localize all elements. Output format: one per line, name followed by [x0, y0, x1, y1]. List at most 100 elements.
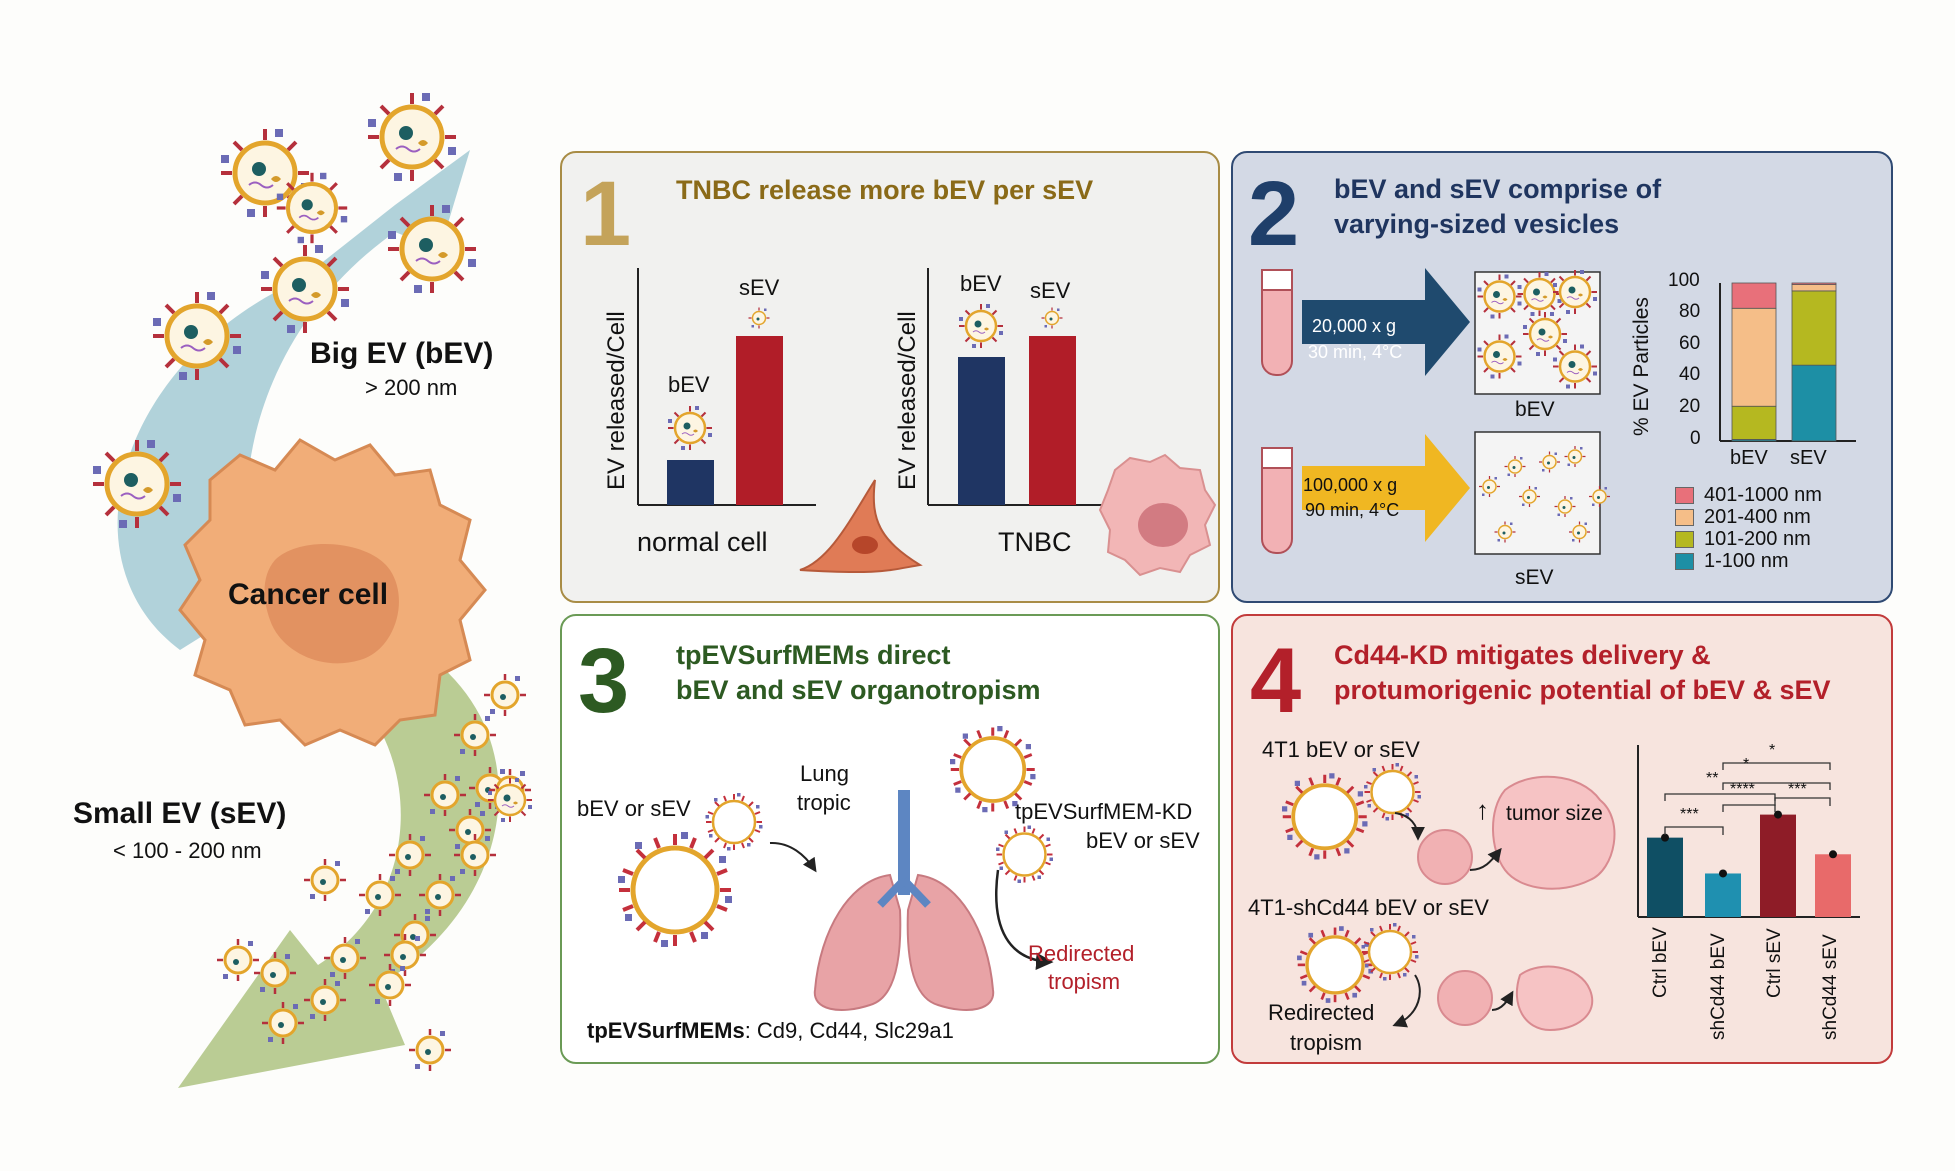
ytick-60: 60 — [1679, 333, 1701, 354]
tnbc-label: TNBC — [998, 527, 1072, 557]
redirected-label-2: tropism — [1048, 969, 1121, 994]
spin-arrow-1 — [1302, 268, 1470, 376]
sig-mark: * — [1769, 742, 1776, 759]
sig-mark: *** — [1680, 806, 1699, 823]
panel3-title-1: tpEVSurfMEMs direct — [676, 640, 951, 670]
sig-mark: * — [1743, 756, 1750, 773]
up-arrow: ↑ — [1476, 795, 1489, 825]
cd44-bar-point — [1829, 850, 1837, 859]
big-ev-label: Big EV (bEV) — [310, 337, 494, 370]
ytick-40: 40 — [1679, 364, 1701, 385]
panel3-number: 3 — [578, 630, 630, 732]
stacked-xlabel-sev: sEV — [1790, 447, 1827, 469]
bev-vesicle — [388, 205, 476, 293]
panel4-title-1: Cd44-KD mitigates delivery & — [1334, 640, 1711, 670]
tpevsurfmems-footer: tpEVSurfMEMs: Cd9, Cd44, Slc29a1 — [587, 1018, 954, 1044]
ytick-20: 20 — [1679, 396, 1701, 417]
cd44-bar — [1815, 854, 1851, 917]
legend-101-200: 101-200 nm — [1675, 528, 1811, 551]
legend-swatch — [1675, 531, 1694, 548]
label-normal-sev: sEV — [739, 275, 780, 300]
ytick-0: 0 — [1690, 428, 1701, 449]
xlabel-shcd44-sev: shCd44 sEV — [1820, 934, 1841, 1040]
panel4-title-2: protumorigenic potential of bEV & sEV — [1334, 675, 1831, 705]
cancer-cell-label: Cancer cell — [228, 578, 389, 611]
kd-ring-small — [994, 824, 1055, 885]
ytick-80: 80 — [1679, 301, 1701, 322]
sig-mark: **** — [1730, 781, 1755, 798]
panel1-ylabel-normal: EV released/Cell — [603, 311, 630, 490]
label-tnbc-sev: sEV — [1030, 278, 1071, 303]
label-normal-bev: bEV — [668, 372, 710, 397]
p4-redirected-2: tropism — [1290, 1030, 1363, 1055]
panel1-title: TNBC release more bEV per sEV — [676, 175, 1094, 205]
legend-label: 201-400 nm — [1704, 506, 1811, 528]
stacked-chart — [1719, 282, 1856, 442]
legend-label: 401-1000 nm — [1704, 484, 1822, 506]
xlabel-ctrl-bev: Ctrl bEV — [1650, 927, 1671, 998]
cd44-bar-point — [1661, 833, 1669, 842]
small-ev-label: Small EV (sEV) — [73, 797, 287, 830]
bar-tnbc-bev — [958, 357, 1005, 505]
tumor-size-label: tumor size — [1506, 802, 1603, 825]
xlabel-shcd44-bev: shCd44 bEV — [1708, 933, 1729, 1040]
bev-box-label: bEV — [1515, 398, 1555, 421]
tumor-small — [1417, 829, 1473, 885]
bev-or-sev-label: bEV or sEV — [577, 796, 691, 821]
legend-1-100: 1-100 nm — [1675, 550, 1789, 573]
lung-label-1: Lung — [800, 761, 849, 786]
kd-label-1: tpEVSurfMEM-KD — [1015, 799, 1193, 824]
lung-icon — [813, 790, 995, 1011]
cd44-bar — [1647, 837, 1683, 917]
sig-mark: *** — [1788, 781, 1807, 798]
cd44-bar-point — [1719, 869, 1727, 878]
legend-201-400: 201-400 nm — [1675, 506, 1811, 529]
spin1-line1: 20,000 x g — [1312, 316, 1397, 336]
bev-ring-large — [618, 832, 732, 947]
spin2-line1: 100,000 x g — [1303, 475, 1398, 495]
bev-vesicle — [277, 173, 347, 243]
panel1-chart-normal — [637, 268, 816, 506]
cd44-bar-point — [1774, 810, 1782, 819]
panel-3 — [560, 614, 1220, 1064]
cd44-chart — [1637, 745, 1860, 918]
legend-swatch — [1675, 509, 1694, 526]
tumor-large — [1492, 775, 1616, 890]
panel2-number: 2 — [1248, 163, 1300, 265]
stacked-bar-segment — [1731, 307, 1777, 407]
lung-label-2: tropic — [797, 790, 851, 815]
sev-release-arrow — [178, 650, 499, 1088]
bev-vesicle — [261, 245, 349, 333]
kd-label-2: bEV or sEV — [1086, 828, 1200, 853]
tube-1 — [1261, 269, 1293, 376]
legend-swatch — [1675, 487, 1694, 504]
redirected-label-1: Redirected — [1028, 941, 1135, 966]
cd44-bar — [1705, 873, 1741, 917]
spin-arrow-2 — [1302, 434, 1470, 542]
small-ev-size: < 100 - 200 nm — [113, 838, 262, 863]
ytick-100: 100 — [1668, 270, 1700, 291]
bar-tnbc-sev — [1029, 336, 1076, 505]
legend-swatch — [1675, 553, 1694, 570]
bar-normal-sev — [736, 336, 783, 505]
panel4-number: 4 — [1250, 630, 1302, 732]
bar-normal-bev — [667, 460, 714, 505]
panel2-title-1: bEV and sEV comprise of — [1334, 174, 1662, 204]
label-tnbc-bev: bEV — [960, 271, 1002, 296]
stacked-ylabel: % EV Particles — [1630, 297, 1653, 436]
sig-mark: ** — [1706, 770, 1719, 787]
cd44-bar — [1760, 814, 1796, 917]
spin2-line2: 90 min, 4°C — [1305, 500, 1400, 520]
p4-redirected-1: Redirected — [1268, 1000, 1375, 1025]
footer-bold: tpEVSurfMEMs — [587, 1018, 745, 1043]
sh-label: 4T1-shCd44 bEV or sEV — [1248, 895, 1489, 920]
bev-vesicle — [93, 440, 181, 528]
stacked-bar-segment — [1731, 405, 1777, 440]
footer-rest: : Cd9, Cd44, Slc29a1 — [744, 1018, 954, 1043]
stacked-bar-segment — [1791, 364, 1837, 442]
stacked-xlabel-bev: bEV — [1730, 447, 1768, 469]
bev-vesicle — [368, 93, 456, 181]
normal-cell-label: normal cell — [637, 527, 768, 557]
panel1-number: 1 — [580, 163, 632, 265]
stacked-bar-segment — [1791, 290, 1837, 366]
